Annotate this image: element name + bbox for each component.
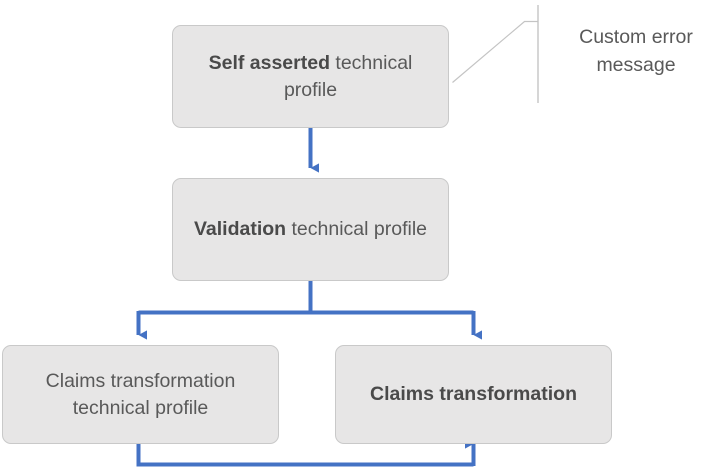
validation-technical-profile-label: Validation technical profile	[194, 216, 427, 243]
self-asserted-bold-text: Self asserted	[208, 51, 330, 74]
self-asserted-rest-text: technical profile	[283, 51, 413, 101]
custom-error-message-callout-label: Custom error message	[579, 26, 693, 76]
claims-transformation-technical-profile-label: Claims transformation technical profile	[45, 369, 236, 419]
validation-rest-text: technical profile	[286, 218, 428, 240]
claims-transformation-label: Claims transformation	[370, 383, 577, 405]
callout-leader-line	[452, 5, 539, 103]
claims-transformation-technical-profile-node[interactable]: Claims transformation technical profile	[2, 345, 279, 444]
validation-technical-profile-node[interactable]: Validation technical profile	[172, 178, 449, 281]
claims-transformation-node[interactable]: Claims transformation	[335, 345, 612, 444]
self-asserted-technical-profile-node[interactable]: Self asserted technical profile	[172, 25, 449, 128]
edge-bottom-loop	[136, 439, 476, 467]
validation-bold-text: Validation	[193, 218, 287, 240]
edge-validation-split	[136, 281, 483, 340]
self-asserted-technical-profile-label: Self asserted technical profile	[187, 50, 434, 104]
